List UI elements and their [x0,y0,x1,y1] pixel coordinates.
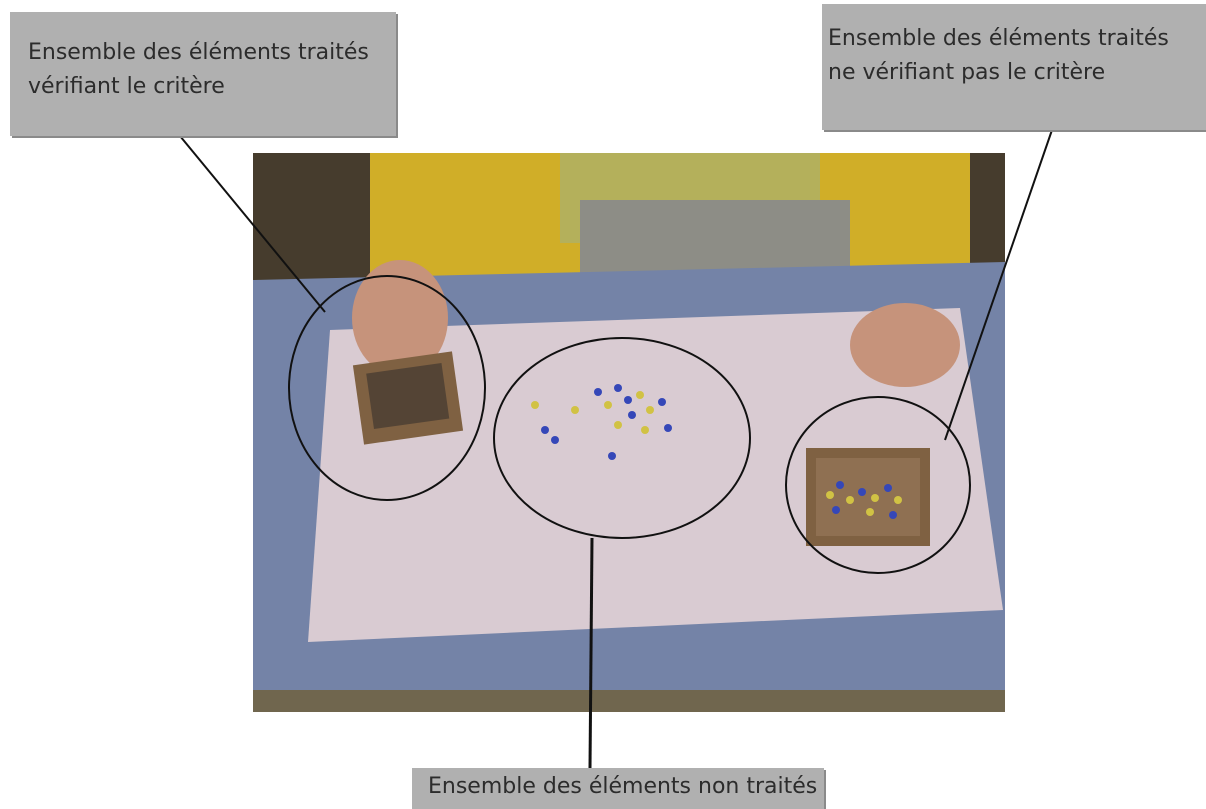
center-beads-outline [493,337,751,539]
label-treated-not-matching: Ensemble des éléments traités ne vérifia… [822,4,1206,130]
label-treated-matching-line2: vérifiant le critère [28,74,225,99]
label-treated-not-matching-line1: Ensemble des éléments traités [828,26,1169,51]
leader-line-left [179,135,326,313]
right-box-outline [785,396,971,574]
right-box-beads [826,481,902,519]
trousers [580,200,850,280]
label-treated-not-matching-line2: ne vérifiant pas le critère [828,60,1106,85]
left-hand [352,260,448,376]
label-untreated-line1: Ensemble des éléments non traités [428,774,818,799]
leader-line-right [944,129,1053,441]
label-untreated: Ensemble des éléments non traités [412,768,824,809]
left-box-inner [366,363,450,430]
label-treated-matching: Ensemble des éléments traités vérifiant … [10,12,396,136]
label-treated-matching-line1: Ensemble des éléments traités [28,40,369,65]
annotations [179,129,1053,769]
table-edge [253,690,1005,712]
photo-shade [253,153,1005,712]
left-box-outline [288,275,486,501]
right-hand [850,303,960,387]
loose-beads [531,384,672,460]
classroom-photo [253,153,1005,712]
leader-line-bottom [588,537,594,769]
